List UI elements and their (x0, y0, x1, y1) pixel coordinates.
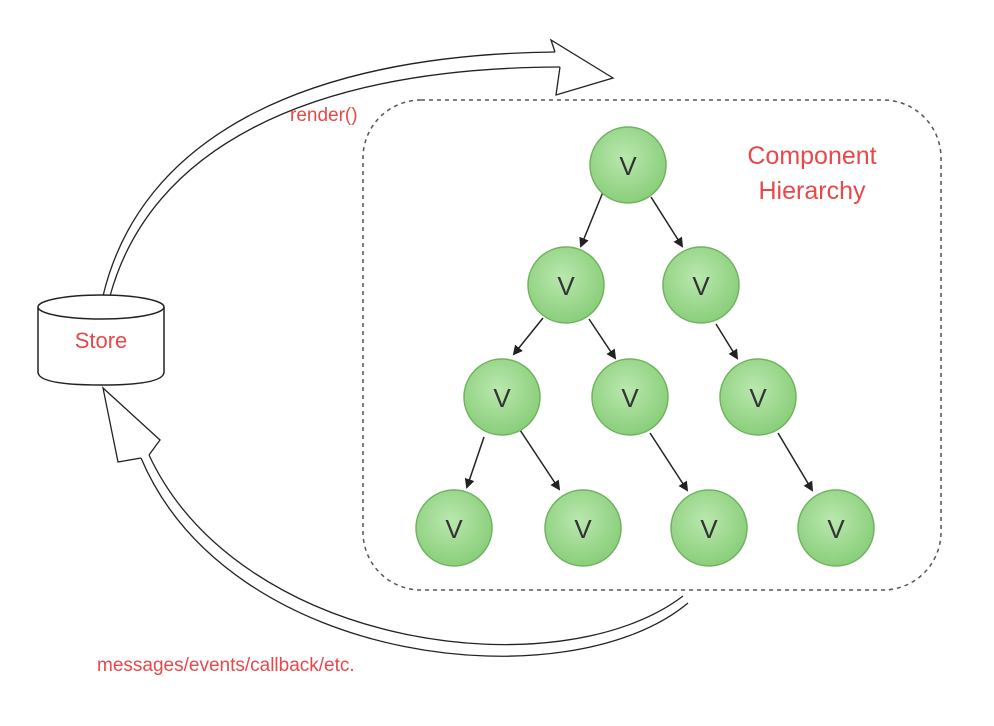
node-label: V (621, 383, 639, 413)
edge (777, 432, 814, 492)
node-label: V (619, 151, 637, 181)
node-l3-a: V (415, 489, 493, 567)
node-label: V (749, 383, 767, 413)
node-l2-a: V (463, 358, 541, 436)
messages-label: messages/events/callback/etc. (97, 655, 355, 676)
tree-edges (464, 191, 814, 492)
node-label: V (827, 514, 845, 544)
edge (579, 191, 604, 248)
tree-nodes: V V V V V V V V (415, 126, 875, 567)
node-label: V (700, 514, 718, 544)
edge (512, 317, 544, 356)
store-label: Store (75, 328, 128, 353)
node-l2-b: V (591, 358, 669, 436)
node-label: V (493, 383, 511, 413)
node-root: V (589, 126, 667, 204)
edge (649, 432, 689, 492)
node-label: V (692, 271, 710, 301)
messages-arrow (101, 386, 689, 657)
hierarchy-title-line2: Hierarchy (759, 177, 866, 205)
hierarchy-title-line1: Component (747, 142, 876, 170)
edge (464, 436, 485, 489)
edge (519, 429, 561, 491)
node-l1-left: V (527, 246, 605, 324)
store-cylinder (37, 294, 165, 386)
node-l3-d: V (797, 489, 875, 567)
edge (588, 318, 617, 360)
node-label: V (557, 271, 575, 301)
hierarchy-container (362, 99, 942, 591)
render-arrow (102, 38, 615, 297)
edge (650, 196, 684, 248)
node-label: V (574, 514, 592, 544)
node-l2-c: V (719, 358, 797, 436)
node-l1-right: V (662, 246, 740, 324)
node-l3-b: V (544, 489, 622, 567)
node-l3-c: V (670, 489, 748, 567)
edge (715, 323, 739, 360)
node-label: V (445, 514, 463, 544)
render-label: render() (290, 105, 358, 126)
